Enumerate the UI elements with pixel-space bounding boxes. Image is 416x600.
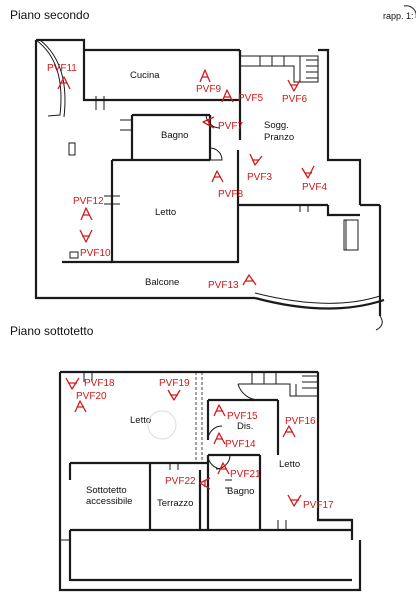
floor-2-walls [58, 370, 362, 592]
viewpoint-arrow-icon [282, 425, 296, 438]
scale-circle-fragment [403, 5, 416, 18]
viewpoint-label-pvf7: PVF7 [218, 121, 243, 132]
viewpoint-arrow-icon [74, 400, 87, 413]
room-label-disimpegno: Dis. [237, 421, 253, 432]
viewpoint-arrow-icon [202, 116, 215, 129]
viewpoint-arrow-icon [65, 377, 80, 390]
room-label-bagno-sottotetto: Bagno [227, 486, 254, 497]
viewpoint-label-pvf21: PVF21 [230, 469, 261, 480]
viewpoint-markers: PVF11 PVF9 PVF5 PVF6 PVF7 PVF8 PVF3 PVF4… [47, 63, 334, 511]
viewpoint-label-pvf10: PVF10 [80, 248, 111, 259]
viewpoint-label-pvf6: PVF6 [282, 94, 307, 105]
viewpoint-arrow-icon [199, 69, 211, 83]
viewpoint-label-pvf19: PVF19 [159, 378, 190, 389]
viewpoint-label-pvf3: PVF3 [247, 172, 272, 183]
viewpoint-arrow-icon [79, 229, 93, 243]
viewpoint-label-pvf9: PVF9 [196, 84, 221, 95]
viewpoint-label-pvf22: PVF22 [165, 476, 196, 487]
viewpoint-arrow-icon [221, 89, 234, 103]
floor-1-title: Piano secondo [10, 8, 90, 22]
viewpoint-label-pvf15: PVF15 [227, 411, 258, 422]
viewpoint-label-pvf11: PVF11 [47, 63, 77, 74]
viewpoint-label-pvf12: PVF12 [73, 196, 104, 207]
scale-label: rapp. 1: [383, 11, 414, 21]
room-label-letto-sottotetto: Letto [130, 415, 151, 426]
room-label-soggiorno: Sogg. [264, 120, 289, 131]
room-label-balcone: Balcone [145, 277, 179, 288]
room-label-accessibile: accessibile [86, 496, 132, 507]
viewpoint-arrow-icon [211, 170, 224, 183]
floor-1-walls [34, 38, 385, 331]
viewpoint-label-pvf18: PVF18 [84, 378, 115, 389]
room-label-pranzo: Pranzo [264, 132, 294, 143]
viewpoint-label-pvf17: PVF17 [303, 500, 334, 511]
viewpoint-arrow-icon [249, 153, 263, 166]
room-label-letto: Letto [155, 207, 176, 218]
room-label-letto-destra: Letto [279, 459, 300, 470]
viewpoint-label-pvf16: PVF16 [285, 416, 316, 427]
floor-2-title: Piano sottotetto [10, 324, 94, 338]
room-label-sottotetto: Sottotetto [86, 485, 127, 496]
room-label-bagno: Bagno [161, 130, 188, 141]
room-label-terrazzo: Terrazzo [157, 498, 193, 509]
viewpoint-arrow-icon [287, 79, 301, 92]
room-labels: Cucina Bagno Sogg. Pranzo Letto Balcone … [86, 70, 300, 509]
watermark-icon [147, 410, 177, 440]
viewpoint-label-pvf20: PVF20 [76, 391, 107, 402]
viewpoint-arrow-icon [57, 76, 71, 90]
room-label-cucina: Cucina [130, 70, 160, 81]
viewpoint-arrow-icon [167, 389, 181, 401]
viewpoint-label-pvf4: PVF4 [302, 182, 327, 193]
viewpoint-label-pvf13: PVF13 [208, 280, 239, 291]
viewpoint-arrow-icon [301, 165, 315, 179]
viewpoint-arrow-icon [242, 274, 257, 286]
viewpoint-label-pvf5: PVF5 [238, 93, 263, 104]
viewpoint-arrow-icon [213, 404, 226, 417]
viewpoint-arrow-icon [213, 432, 226, 445]
viewpoint-arrow-icon [199, 477, 211, 490]
viewpoint-arrow-icon [217, 462, 230, 475]
viewpoint-label-pvf8: PVF8 [218, 189, 243, 200]
viewpoint-arrow-icon [287, 494, 302, 507]
viewpoint-arrow-icon [80, 207, 93, 221]
viewpoint-label-pvf14: PVF14 [225, 439, 256, 450]
